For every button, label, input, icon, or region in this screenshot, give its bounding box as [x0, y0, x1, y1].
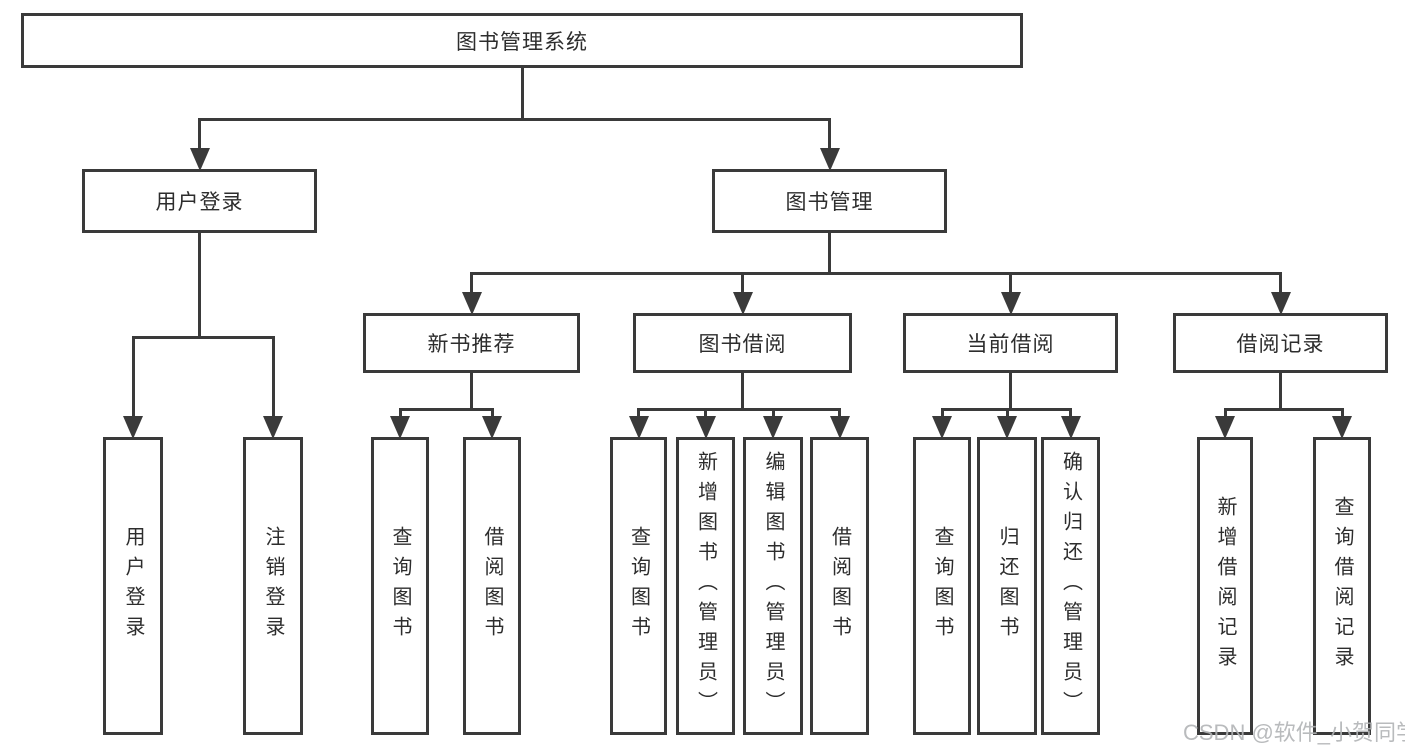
node-label: 图书借阅	[698, 333, 787, 356]
connector-line	[470, 272, 473, 293]
connector-line	[1223, 408, 1227, 417]
connector-line	[198, 233, 201, 339]
arrow-down-icon	[819, 148, 840, 171]
node-label: 查询借阅记录	[1331, 496, 1353, 676]
arrow-down-icon	[1332, 416, 1352, 439]
arrow-down-icon	[628, 416, 649, 439]
connector-line	[1069, 408, 1072, 417]
node-label: 查询图书	[389, 526, 411, 646]
node-g3-add-books-admin: 新增图书（管理员）	[676, 437, 735, 735]
csdn-watermark: CSDN @软件_小贺同学	[1183, 720, 1405, 745]
connector-line	[271, 336, 275, 417]
arrow-down-icon	[482, 416, 502, 439]
connector-line	[398, 408, 494, 411]
arrow-down-icon	[829, 416, 850, 439]
connector-line	[1009, 373, 1012, 411]
node-label: 新书推荐	[427, 333, 516, 356]
node-g5-add-borrow-record: 新增借阅记录	[1197, 437, 1253, 735]
node-user-login: 用户登录	[82, 169, 317, 233]
arrow-down-icon	[390, 416, 410, 439]
arrow-down-icon	[732, 292, 753, 315]
node-label: 用户登录	[122, 526, 144, 646]
node-label: 图书管理系统	[456, 30, 588, 54]
node-book-mgmt: 图书管理	[712, 169, 947, 233]
node-label: 注销登录	[262, 526, 284, 646]
connector-line	[704, 408, 707, 417]
arrow-down-icon	[1060, 416, 1081, 439]
node-label: 用户登录	[155, 191, 244, 214]
connector-line	[741, 373, 744, 411]
connector-line	[470, 272, 1282, 275]
node-label: 新增图书（管理员）	[694, 451, 717, 721]
node-g4-return-books: 归还图书	[977, 437, 1037, 735]
arrow-down-icon	[997, 416, 1017, 439]
connector-line	[198, 118, 831, 121]
node-g2-query-books: 查询图书	[371, 437, 429, 735]
node-label: 查询图书	[627, 526, 650, 646]
node-book-borrow: 图书借阅	[633, 313, 852, 373]
connector-line	[838, 408, 841, 417]
node-g5-query-borrow-record: 查询借阅记录	[1313, 437, 1371, 735]
node-label: 借阅记录	[1236, 333, 1325, 356]
node-label: 图书管理	[785, 191, 874, 214]
node-root: 图书管理系统	[21, 13, 1023, 68]
node-g2-borrow-books: 借阅图书	[463, 437, 521, 735]
node-label: 查询图书	[931, 526, 953, 646]
node-label: 借阅图书	[481, 526, 503, 646]
connector-line	[470, 373, 473, 411]
arrow-down-icon	[1215, 416, 1235, 439]
connector-line	[741, 272, 744, 293]
connector-line	[828, 233, 831, 275]
connector-line	[637, 408, 841, 411]
node-borrow-records: 借阅记录	[1173, 313, 1388, 373]
connector-line	[1009, 272, 1012, 293]
connector-line	[828, 118, 831, 149]
connector-line	[1279, 272, 1282, 293]
connector-line	[398, 408, 402, 417]
arrow-down-icon	[763, 416, 783, 439]
connector-line	[771, 408, 775, 417]
node-g3-query-books: 查询图书	[610, 437, 667, 735]
arrow-down-icon	[189, 148, 210, 171]
connector-line	[131, 336, 135, 417]
node-leaf-logout: 注销登录	[243, 437, 303, 735]
connector-line	[490, 408, 494, 417]
node-leaf-user-login: 用户登录	[103, 437, 163, 735]
arrow-down-icon	[263, 416, 283, 439]
arrow-down-icon	[695, 416, 716, 439]
node-g3-edit-books-admin: 编辑图书（管理员）	[743, 437, 803, 735]
connector-line	[131, 336, 275, 339]
node-label: 确认归还（管理员）	[1059, 451, 1082, 721]
connector-line	[940, 408, 944, 417]
connector-line	[1005, 408, 1009, 417]
node-label: 当前借阅	[966, 333, 1055, 356]
node-new-book-rec: 新书推荐	[363, 313, 580, 373]
connector-line	[1279, 373, 1282, 411]
node-current-borrow: 当前借阅	[903, 313, 1118, 373]
arrow-down-icon	[123, 416, 143, 439]
node-label: 编辑图书（管理员）	[762, 451, 784, 721]
node-label: 归还图书	[996, 526, 1018, 646]
node-label: 借阅图书	[828, 526, 851, 646]
connector-line	[198, 118, 201, 149]
node-g4-query-books: 查询图书	[913, 437, 971, 735]
node-g3-borrow-books: 借阅图书	[810, 437, 869, 735]
connector-line	[1223, 408, 1344, 411]
connector-line	[520, 68, 524, 121]
arrow-down-icon	[1270, 292, 1291, 315]
arrow-down-icon	[1000, 292, 1021, 315]
arrow-down-icon	[932, 416, 952, 439]
node-label: 新增借阅记录	[1214, 496, 1236, 676]
connector-line	[1340, 408, 1344, 417]
arrow-down-icon	[461, 292, 482, 315]
connector-line	[637, 408, 640, 417]
node-g4-confirm-return-admin: 确认归还（管理员）	[1041, 437, 1100, 735]
